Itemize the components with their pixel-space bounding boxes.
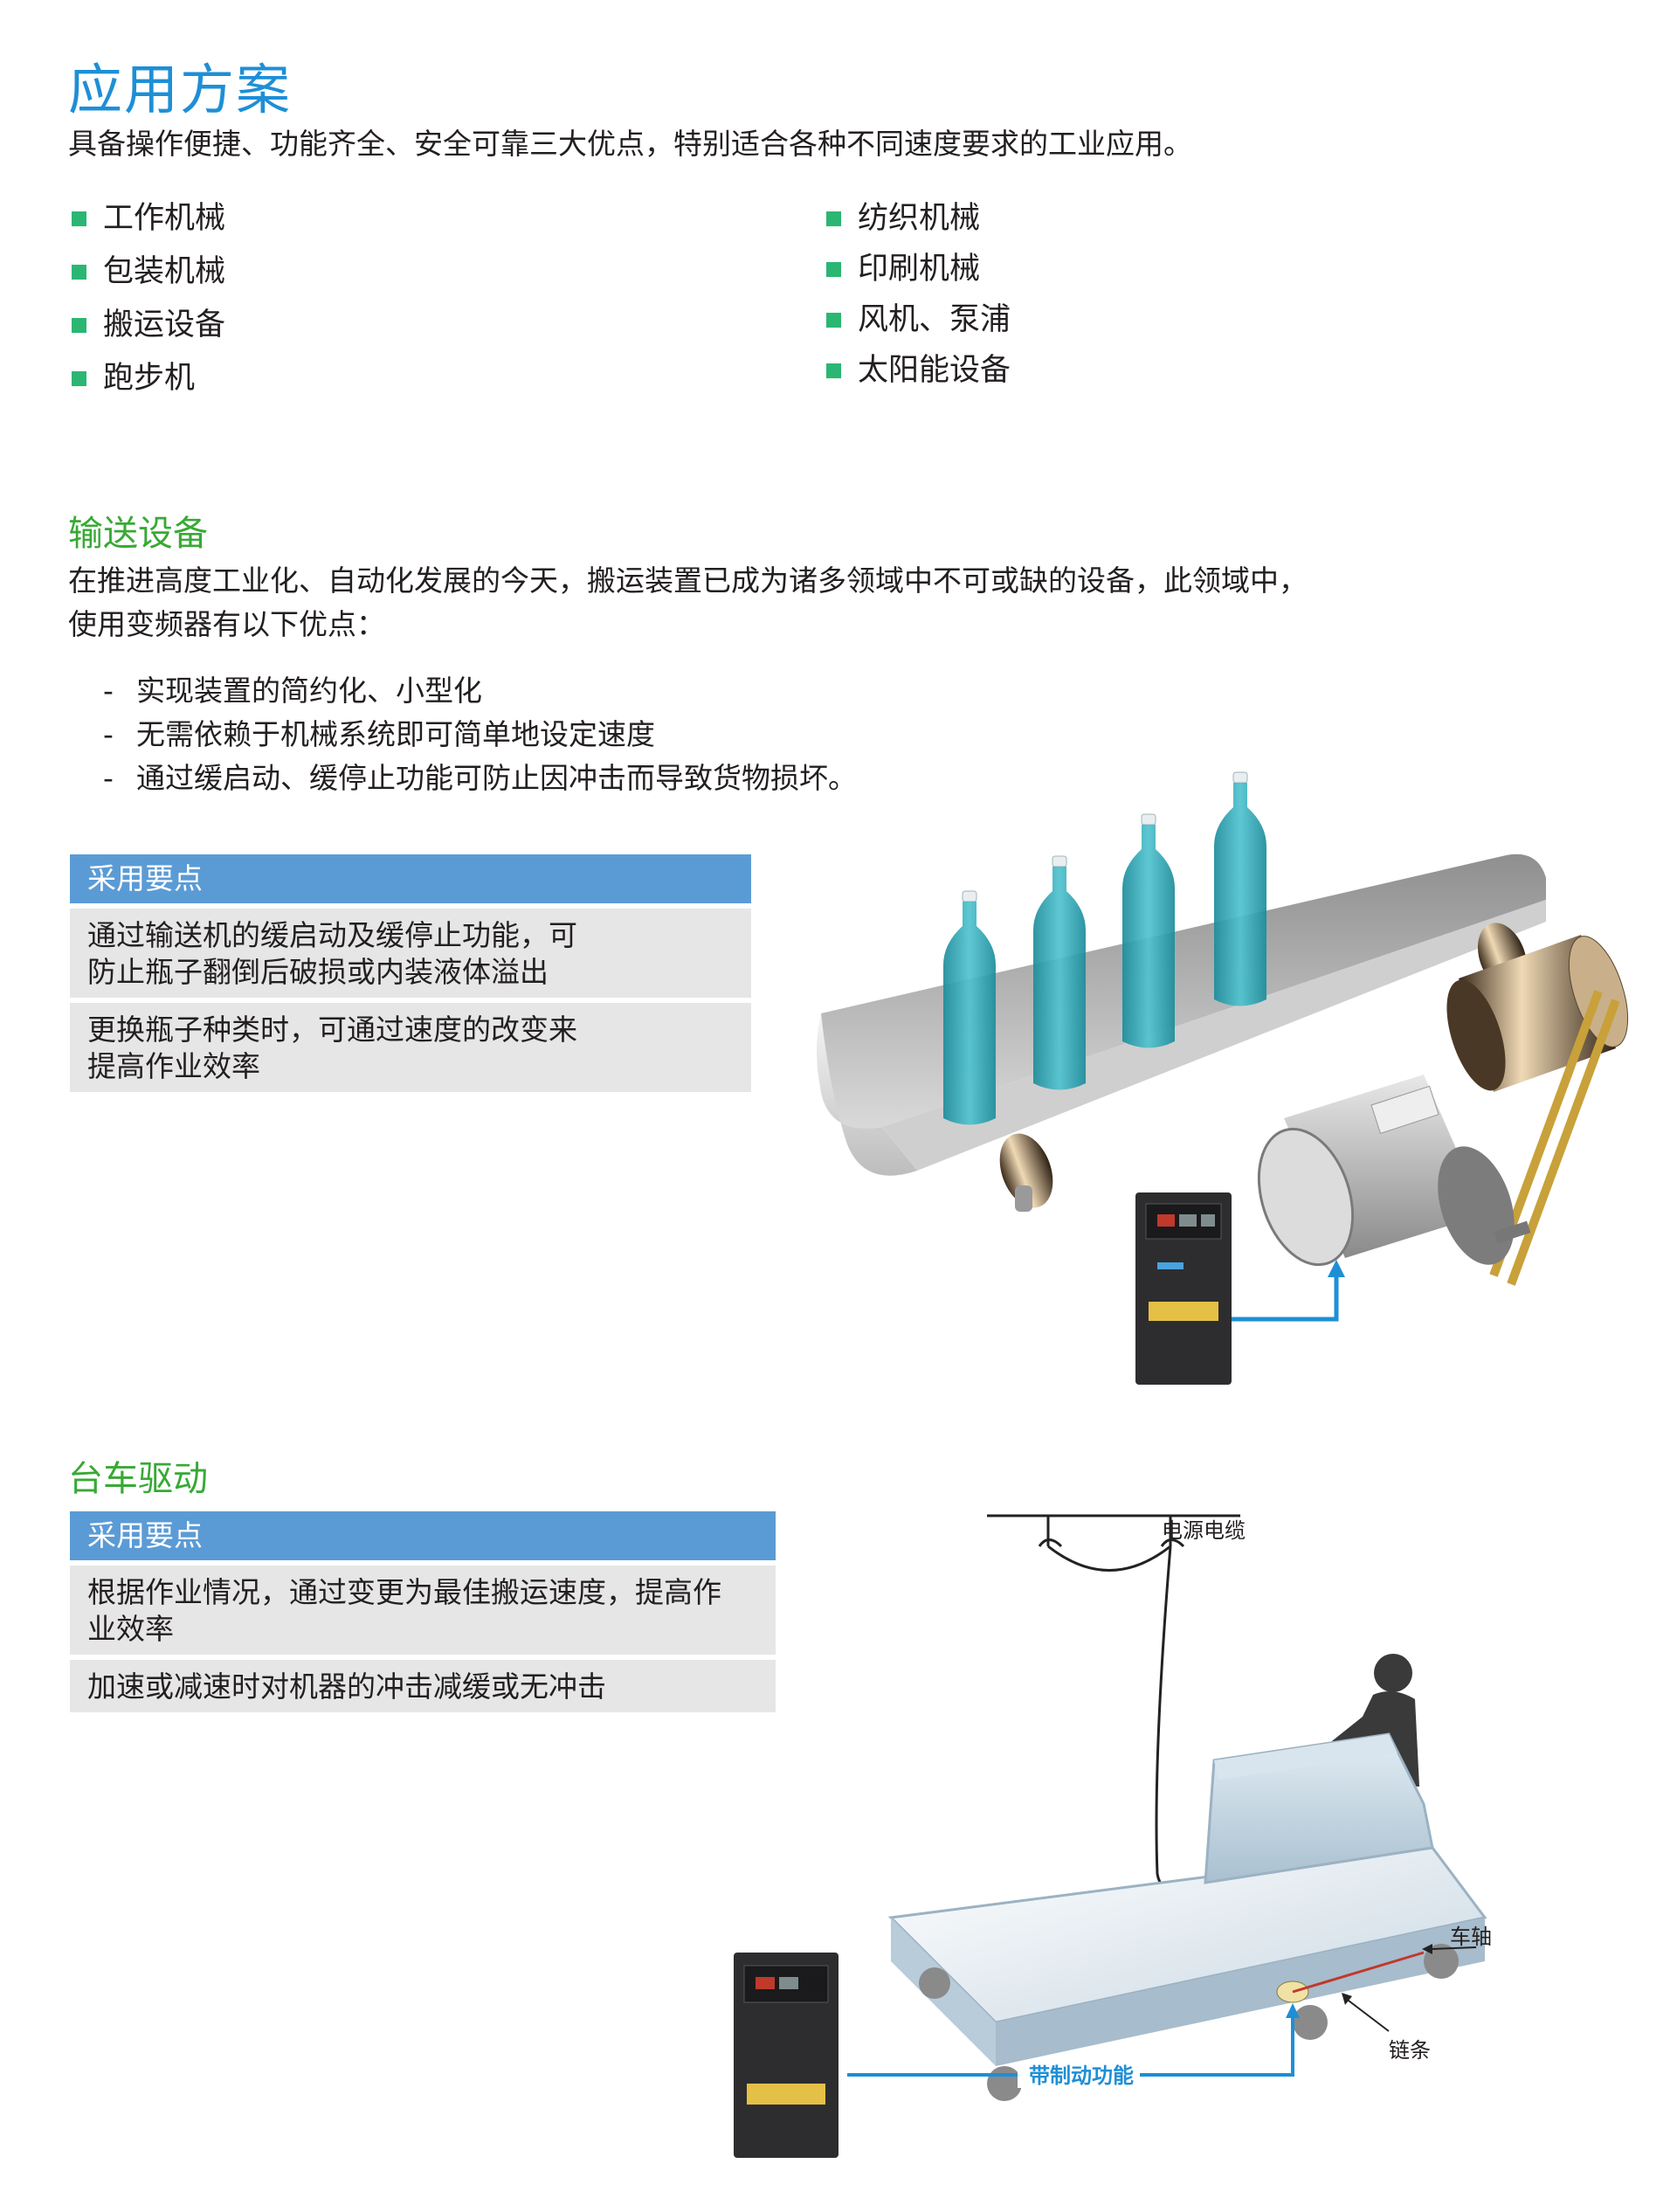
trolley-cart <box>887 1732 1487 2101</box>
table-row: 加速或减速时对机器的冲击减缓或无冲击 <box>70 1658 776 1712</box>
bullet-square-icon <box>72 371 86 386</box>
overhead-rail <box>987 1514 1240 1902</box>
intro-text: 具备操作便捷、功能齐全、安全可靠三大优点，特别适合各种不同速度要求的工业应用。 <box>68 127 1192 161</box>
trolley-illustration: 电源电缆 车轴 链条 带制动功能 <box>734 1514 1492 2158</box>
bullet-square-icon <box>72 318 86 333</box>
bottles <box>943 771 1266 1125</box>
advantages-list: -实现装置的简约化、小型化 -无需依赖于机械系统即可简单地设定速度 -通过缓启动… <box>103 669 857 800</box>
drum-pulley <box>1446 935 1629 1092</box>
list-item: -通过缓启动、缓停止功能可防止因冲击而导致货物损坏。 <box>103 761 857 795</box>
table-header: 采用要点 <box>70 854 751 903</box>
label-power-cable: 电源电缆 <box>1162 1518 1246 1543</box>
conveyor-illustration <box>817 771 1629 1385</box>
table-header: 采用要点 <box>70 1511 776 1560</box>
list-item: 纺织机械 <box>823 201 1011 252</box>
inverter-drive <box>1135 1192 1232 1385</box>
label-axle: 车轴 <box>1450 1925 1492 1949</box>
page-title: 应用方案 <box>68 58 293 121</box>
section-title-trolley: 台车驱动 <box>68 1459 208 1499</box>
list-item: 工作机械 <box>68 201 225 254</box>
bullet-square-icon <box>826 363 841 378</box>
arrow-up-icon <box>1286 2003 1300 2018</box>
section-title-conveyor: 输送设备 <box>68 514 208 554</box>
bullet-square-icon <box>72 265 86 280</box>
list-item: 太阳能设备 <box>823 353 1011 404</box>
power-cable <box>1155 1545 1206 1902</box>
label-chain: 链条 <box>1389 2038 1431 2063</box>
trolley-key-points-table: 采用要点 根据作业情况，通过变更为最佳搬运速度，提高作 业效率 加速或减速时对机… <box>70 1511 776 1712</box>
bullet-square-icon <box>826 313 841 328</box>
inverter-drive <box>734 1953 838 2158</box>
brake-signal-line <box>847 2009 1294 2077</box>
list-item: -无需依赖于机械系统即可简单地设定速度 <box>103 717 655 751</box>
table-row: 根据作业情况，通过变更为最佳搬运速度，提高作 业效率 <box>70 1564 776 1655</box>
bullet-square-icon <box>826 262 841 277</box>
application-list-left: 工作机械 包装机械 搬运设备 跑步机 <box>68 201 225 414</box>
label-brake-function: 带制动功能 <box>1029 2063 1134 2088</box>
list-item: -实现装置的简约化、小型化 <box>103 674 482 708</box>
list-item: 印刷机械 <box>823 252 1011 302</box>
power-cable <box>1232 1267 1339 1322</box>
bullet-square-icon <box>72 211 86 226</box>
table-row: 更换瓶子种类时，可通过速度的改变来 提高作业效率 <box>70 1001 751 1092</box>
arrow-up-icon <box>1328 1260 1345 1277</box>
list-item: 跑步机 <box>68 361 225 414</box>
conveyor-paragraph: 在推进高度工业化、自动化发展的今天，搬运装置已成为诸多领域中不可或缺的设备，此领… <box>68 563 1308 641</box>
list-item: 风机、泵浦 <box>823 302 1011 353</box>
conveyor-key-points-table: 采用要点 通过输送机的缓启动及缓停止功能，可 防止瓶子翻倒后破损或内装液体溢出 … <box>70 854 751 1092</box>
bullet-square-icon <box>826 211 841 226</box>
application-list-right: 纺织机械 印刷机械 风机、泵浦 太阳能设备 <box>823 201 1011 404</box>
table-row: 通过输送机的缓启动及缓停止功能，可 防止瓶子翻倒后破损或内装液体溢出 <box>70 907 751 998</box>
list-item: 搬运设备 <box>68 308 225 361</box>
list-item: 包装机械 <box>68 254 225 308</box>
motor <box>1257 1075 1531 1267</box>
